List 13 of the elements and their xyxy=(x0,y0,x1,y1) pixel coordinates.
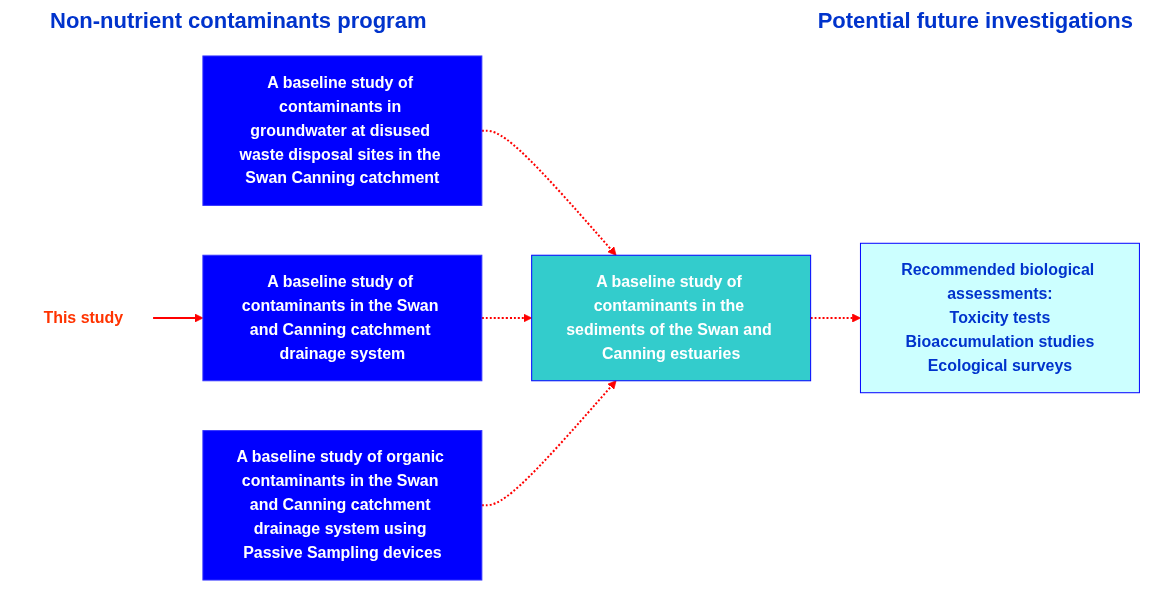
section-heading: Potential future investigations xyxy=(817,8,1133,35)
node-box: A baseline study of contaminants in the sediments of the Swan and Canning estuaries xyxy=(531,254,812,381)
arrow xyxy=(480,379,617,506)
title: Non-nutrient contaminants program xyxy=(50,8,427,35)
node-box: Recommended biological assessments: Toxicity tests Bioaccumulation studies Ecological surveys xyxy=(859,242,1140,393)
arrow xyxy=(480,313,533,322)
node-box: A baseline study of contaminants in the Swan and Canning catchment drainage system xyxy=(202,254,483,381)
node-box: A baseline study of contaminants in groundwater at disused waste disposal sites in the Swan Canning catchment xyxy=(202,54,483,206)
arrow xyxy=(152,313,204,322)
arrow xyxy=(480,129,617,256)
node-box: A baseline study of organic contaminants in the Swan and Canning catchment drainage system using Passive Sampling devices xyxy=(202,429,483,581)
node-text: This study xyxy=(43,308,124,326)
arrow xyxy=(809,313,861,322)
